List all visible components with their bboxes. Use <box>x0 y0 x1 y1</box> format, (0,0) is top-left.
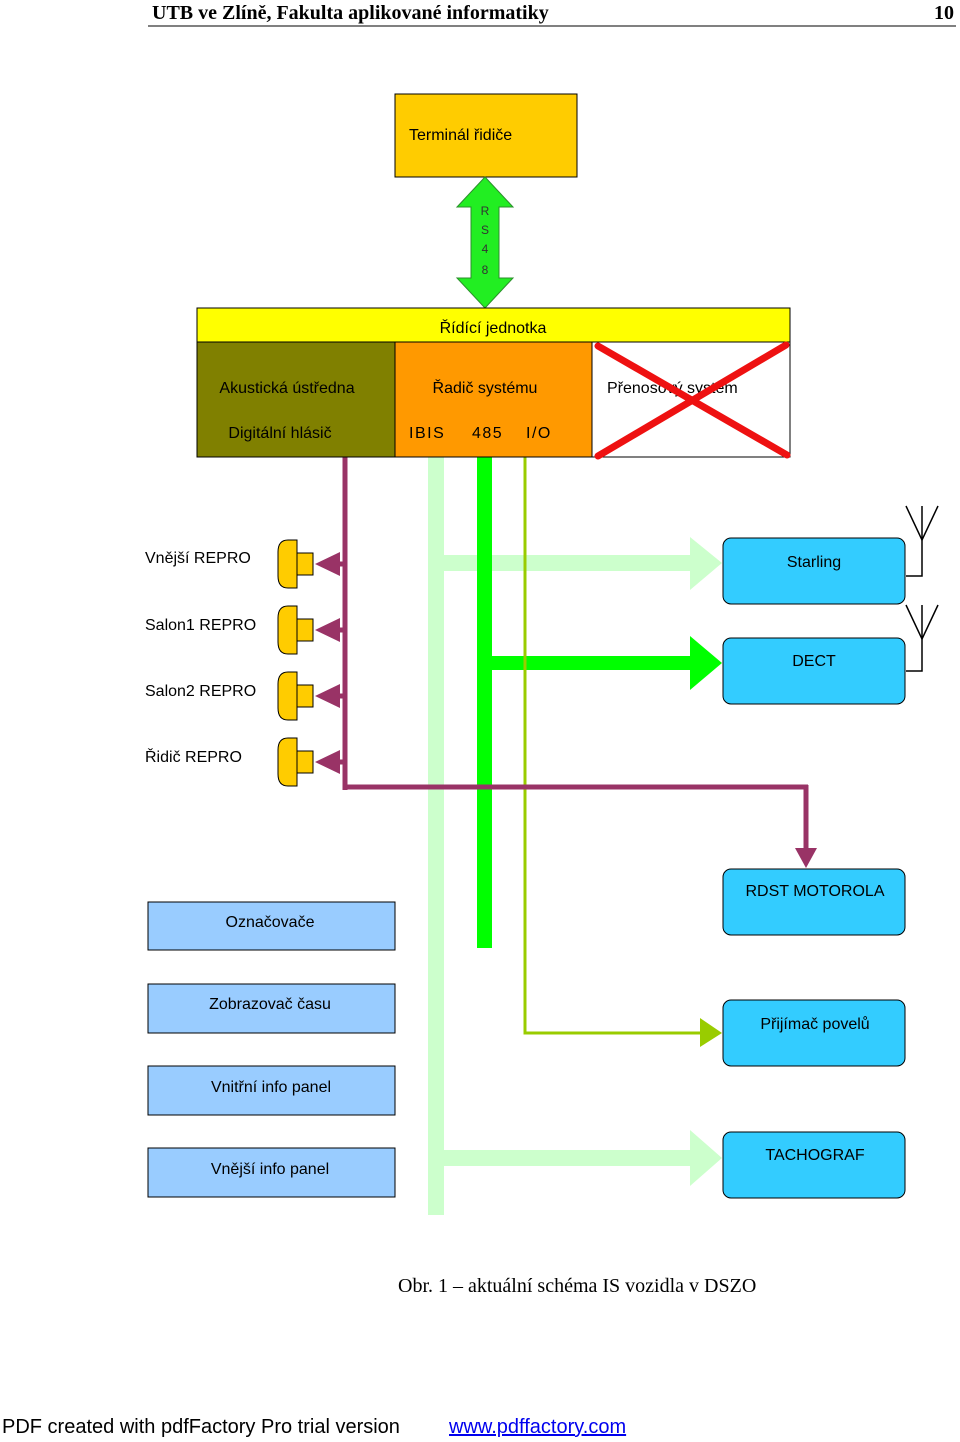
antenna-mast <box>906 605 923 672</box>
device-label: Označovače <box>226 914 315 931</box>
footer-text: PDF created with pdfFactory Pro trial ve… <box>2 1416 400 1438</box>
acoustic-unit-box <box>196 341 396 458</box>
vehicle-is-diagram: Terminál řidiče R S 4 8 <box>145 93 939 1215</box>
device-label: Vnitřní info panel <box>211 1079 331 1096</box>
speaker-salon2: Salon2 REPRO <box>145 671 314 721</box>
header-title: UTB ve Zlíně, Fakulta aplikované informa… <box>152 2 549 24</box>
io-line <box>523 457 702 1035</box>
io-label: I/O <box>526 425 552 442</box>
digital-announcer-label: Digitální hlásič <box>228 425 331 442</box>
device-tachograf: TACHOGRAF <box>722 1131 906 1199</box>
pdf-footer: PDF created with pdfFactory Pro trial ve… <box>2 1416 626 1438</box>
speaker-label: Vnější REPRO <box>145 550 251 567</box>
audio-arrowhead-speaker <box>315 552 340 576</box>
page-number: 10 <box>934 2 954 24</box>
device-rdst-motorola: RDST MOTOROLA <box>722 868 906 936</box>
device-box <box>147 983 396 1034</box>
device-label: DECT <box>792 653 836 670</box>
device-box <box>147 901 396 951</box>
device-starling: Starling <box>722 505 939 605</box>
device-outer-info-panel: Vnější info panel <box>147 1147 396 1198</box>
device-time-display: Zobrazovač času <box>147 983 396 1034</box>
device-label: Starling <box>787 554 841 571</box>
device-validators: Označovače <box>147 901 396 951</box>
system-controller-box <box>394 341 593 458</box>
device-box <box>722 999 906 1067</box>
rs485-bus-arrowhead-dect <box>690 636 722 690</box>
speaker-icon-magnet <box>296 552 314 576</box>
speaker-icon <box>277 605 298 655</box>
device-label: Přijímač povelů <box>760 1015 869 1033</box>
rs485-bus-trunk <box>477 457 492 948</box>
device-label: Zobrazovač času <box>209 996 331 1013</box>
rs485-letter: 4 <box>482 242 489 256</box>
device-box <box>147 1065 396 1116</box>
speaker-label: Salon2 REPRO <box>145 683 256 700</box>
figure-caption: Obr. 1 – aktuální schéma IS vozidla v DS… <box>398 1275 756 1297</box>
speaker-salon1: Salon1 REPRO <box>145 605 314 655</box>
speaker-label: Salon1 REPRO <box>145 617 256 634</box>
rs485-letter: R <box>481 204 490 218</box>
system-controller-label: Řadič systému <box>433 378 538 397</box>
audio-bus-arrowhead-rdst <box>795 848 817 868</box>
speaker-icon-magnet <box>296 618 314 642</box>
speaker-driver: Řidič REPRO <box>145 737 314 787</box>
cross-out-line <box>594 341 790 460</box>
speaker-icon-magnet <box>296 684 314 708</box>
device-label: Vnější info panel <box>211 1161 329 1178</box>
control-unit-bar <box>196 307 791 343</box>
audio-arrowhead-speaker <box>315 618 340 642</box>
antenna-mast <box>906 506 923 577</box>
ibis-bus-arrowhead-starling <box>690 537 722 590</box>
terminal-box <box>394 93 578 178</box>
port-485-label: 485 <box>472 425 503 442</box>
ibis-bus-arrowhead-tachograf <box>690 1130 722 1186</box>
ibis-bus-branch-tachograf <box>444 1150 691 1166</box>
control-unit-label: Řídící jednotka <box>440 318 547 337</box>
terminal-label: Terminál řidiče <box>409 127 512 144</box>
acoustic-unit-label: Akustická ústředna <box>219 380 354 397</box>
device-dect: DECT <box>722 604 939 705</box>
speaker-icon-magnet <box>296 750 314 774</box>
audio-arrowhead-speaker <box>315 684 340 708</box>
io-line-arrowhead <box>700 1018 722 1047</box>
footer-link[interactable]: www.pdffactory.com <box>448 1416 626 1438</box>
speaker-icon <box>277 737 298 787</box>
device-box <box>722 637 906 705</box>
ibis-bus-branch-starling <box>444 555 691 571</box>
speaker-icon <box>277 539 298 589</box>
device-label: RDST MOTOROLA <box>746 883 885 900</box>
speaker-label: Řidič REPRO <box>145 747 242 766</box>
audio-arrowhead-speaker <box>315 750 340 774</box>
device-inner-info-panel: Vnitřní info panel <box>147 1065 396 1116</box>
device-box <box>722 1131 906 1199</box>
speaker-icon <box>277 671 298 721</box>
device-box <box>722 537 906 605</box>
ibis-bus-trunk <box>428 457 444 1215</box>
audio-bus <box>315 457 817 868</box>
speaker-outer: Vnější REPRO <box>145 539 314 589</box>
device-box <box>147 1147 396 1198</box>
device-label: TACHOGRAF <box>765 1147 864 1164</box>
device-command-receiver: Přijímač povelů <box>722 999 906 1067</box>
page-header: UTB ve Zlíně, Fakulta aplikované informa… <box>148 2 956 27</box>
rs485-letter: 8 <box>482 263 489 277</box>
device-box <box>722 868 906 936</box>
rs485-bus-branch-dect <box>492 656 691 670</box>
rs485-letter: S <box>481 223 489 237</box>
ibis-label: IBIS <box>409 425 445 442</box>
